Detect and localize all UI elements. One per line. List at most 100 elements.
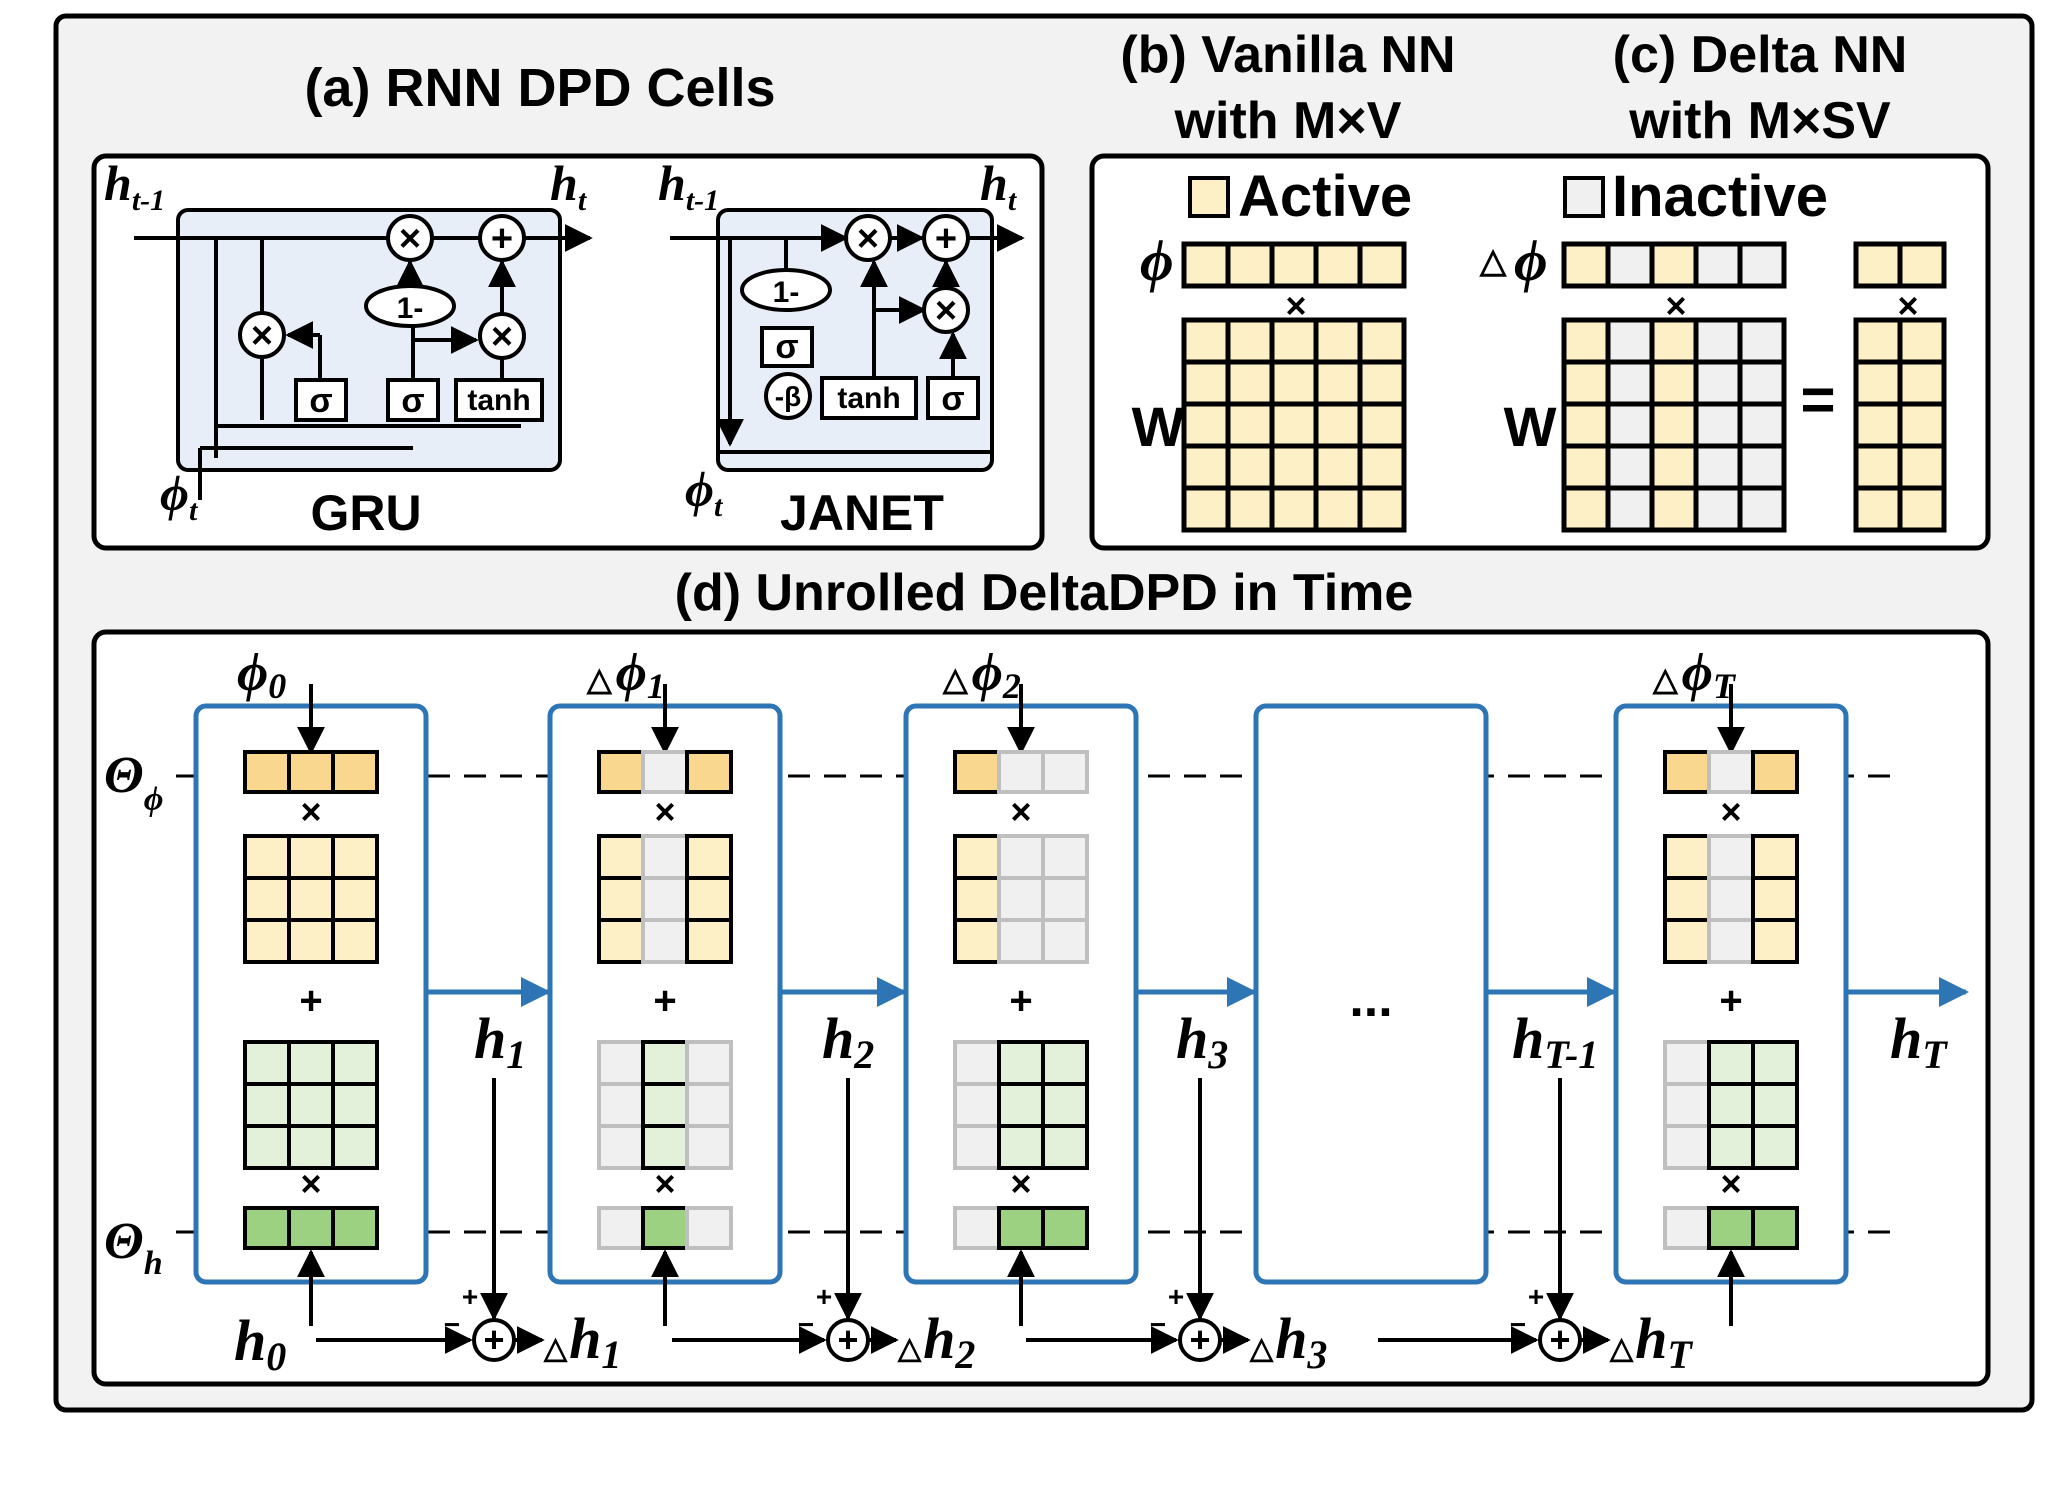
step-phi-weights-cell [287,918,335,964]
step-times-phi: × [300,791,321,832]
step-h-weights-cell [1041,1082,1089,1128]
compressed-weight-matrix-cell [1897,443,1947,491]
step-phi-weights-cell [997,834,1045,880]
step-times-h: × [1720,1163,1741,1204]
svg-text:1-: 1- [397,292,424,325]
step-h-weights-cell [597,1082,645,1128]
phi-vector-cell [1225,241,1275,289]
step-phi-weights-cell [287,876,335,922]
adder-plus-sign: + [816,1281,832,1312]
janet-h-out: ht [980,155,1018,217]
janet-one-minus [740,268,832,312]
delta-adder-symbol: + [1549,1319,1570,1360]
delta-phi-vector-cell [1649,241,1699,289]
step-h-vector-cell [997,1206,1045,1250]
adder-minus-sign: − [798,1309,814,1340]
panel-b-title-line2: with M×V [1174,92,1402,150]
step-times-phi: × [1010,791,1031,832]
sparse-weight-matrix-cell [1561,443,1611,491]
step-phi-weights-cell [1663,918,1711,964]
step-phi-weights-cell [641,918,689,964]
sparse-weight-matrix-cell [1649,443,1699,491]
panel-b-title-line1: (b) Vanilla NN [1120,26,1455,84]
step-h-weights-cell [1707,1124,1755,1170]
step-h-weights-cell [685,1040,733,1086]
compressed-weight-matrix-cell [1897,317,1947,365]
gru-tanh [454,378,544,422]
step-h-vector-cell [953,1206,1001,1250]
weight-matrix-cell [1269,317,1319,365]
compressed-weight-matrix-cell [1897,485,1947,533]
janet-tanh [820,376,918,420]
step-h-weights-cell [243,1040,291,1086]
panel-c-title-line2: with M×SV [1628,92,1891,150]
weight-matrix-cell [1313,317,1363,365]
step-phi-weights-cell [1751,834,1799,880]
panel-c-equals: = [1800,366,1835,433]
step-h-weights-cell [641,1040,689,1086]
sparse-weight-matrix-cell [1737,485,1787,533]
panel-c-times-2: × [1897,285,1918,326]
weight-matrix-cell [1225,359,1275,407]
adder-plus-sign: + [1528,1281,1544,1312]
step-h-weights-cell [685,1124,733,1170]
sparse-weight-matrix-cell [1605,443,1655,491]
hidden-output-label: h2 [822,1006,874,1077]
svg-text:tanh: tanh [837,382,900,415]
step-phi-weights-cell [685,918,733,964]
step-h-weights-cell [1707,1040,1755,1086]
step-h-weights-cell [641,1082,689,1128]
step-h-weights-cell [953,1124,1001,1170]
svg-text:σ: σ [775,328,798,366]
sparse-weight-matrix-cell [1693,443,1743,491]
sparse-weight-matrix-cell [1605,317,1655,365]
panel-c-matrices [1561,241,1947,533]
step-h-weights-cell [1663,1082,1711,1128]
adder-plus-sign: + [1168,1281,1184,1312]
legend-inactive-swatch [1563,176,1605,218]
compressed-weight-matrix-cell [1853,485,1903,533]
sparse-weight-matrix-cell [1693,359,1743,407]
compressed-weight-matrix-cell [1897,359,1947,407]
gru-multiply-node-2 [386,214,434,262]
phi-vector-cell [1313,241,1363,289]
panel-b-times: × [1285,285,1306,326]
compressed-weight-matrix-cell [1853,443,1903,491]
legend-active-swatch [1188,176,1230,218]
step-phi-vector-cell [1707,750,1755,794]
step-h-weights-cell [641,1124,689,1170]
delta-h-label: △h2 [897,1306,975,1377]
step-times-h: × [300,1163,321,1204]
step-phi-vector-cell [331,750,379,794]
janet-cell: ht-1 ht 1- σ -β tanh σ × × + ϕt JANET [658,155,1025,541]
step-phi-weights-cell [243,876,291,922]
step-phi-weights-cell [1663,834,1711,880]
svg-text:+: + [491,218,513,260]
step-phi-weights-cell [331,918,379,964]
adder-minus-sign: − [444,1309,460,1340]
compressed-weight-matrix-cell [1897,401,1947,449]
phi-vector-cell [1357,241,1407,289]
step-phi-weights-cell [1707,876,1755,922]
compressed-phi-vector-cell [1853,241,1903,289]
sparse-weight-matrix-cell [1605,401,1655,449]
sparse-weight-matrix-cell [1649,485,1699,533]
step-phi-weights-cell [1707,834,1755,880]
step-phi-weights-cell [331,834,379,880]
step-phi-weights-cell [1751,876,1799,922]
weight-matrix-cell [1181,359,1231,407]
step-h-vector-cell [243,1206,291,1250]
sparse-weight-matrix-cell [1561,317,1611,365]
hidden-output-label: hT-1 [1512,1006,1598,1077]
svg-text:σ: σ [941,380,964,418]
step-phi-weights-cell [953,876,1001,922]
weight-matrix-cell [1225,401,1275,449]
step-phi-weights-cell [1041,918,1089,964]
step-phi-weights-cell [685,876,733,922]
step-input-label: △ϕ1 [586,642,665,706]
phi-vector-cell [1269,241,1319,289]
panel-b-w: W [1132,395,1185,458]
weight-matrix-cell [1357,317,1407,365]
step-input-label: ϕ0 [237,642,286,706]
